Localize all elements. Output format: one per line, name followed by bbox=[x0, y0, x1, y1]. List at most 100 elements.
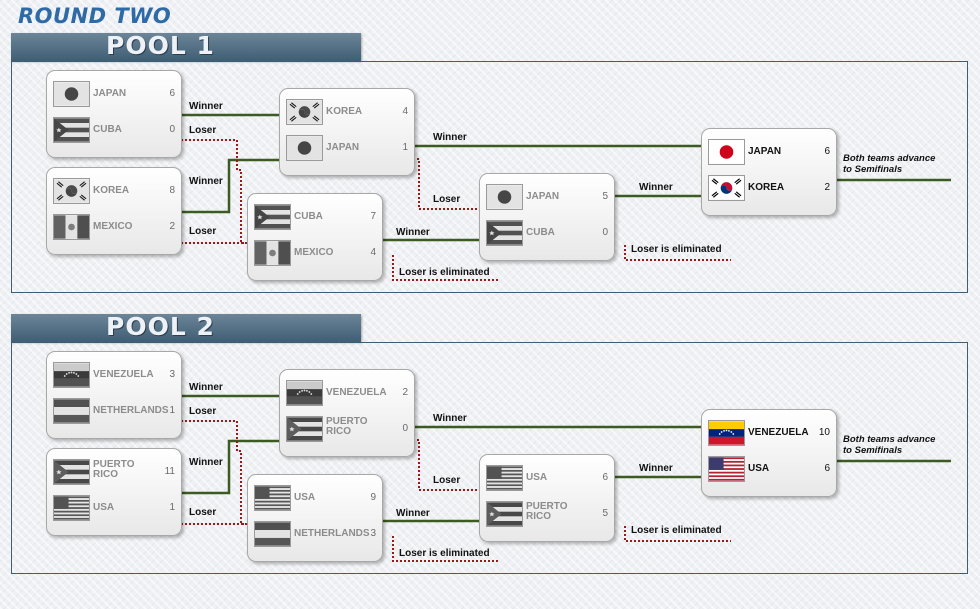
team-name: NETHERLANDS bbox=[294, 528, 370, 539]
eliminated-label: Loser is eliminated bbox=[399, 267, 490, 278]
loser-line bbox=[392, 255, 499, 281]
winner-label: Winner bbox=[189, 457, 223, 468]
team-name-part: USA bbox=[526, 472, 548, 483]
team-name: VENEZUELA bbox=[326, 387, 387, 398]
pool-header: POOL 2 bbox=[11, 312, 361, 342]
team-row: JAPAN 6 bbox=[708, 138, 834, 168]
team-score: 0 bbox=[169, 124, 175, 135]
team-score: 8 bbox=[169, 185, 175, 196]
bracket-connectors bbox=[181, 113, 951, 281]
team-score: 4 bbox=[402, 106, 408, 117]
team-name-part: VENEZUELA bbox=[748, 427, 809, 438]
team-name: NETHERLANDS bbox=[93, 405, 169, 416]
cuba-flag-icon bbox=[486, 220, 523, 246]
pool-frame bbox=[11, 342, 968, 574]
team-name-part: USA bbox=[294, 492, 316, 503]
team-name: MEXICO bbox=[93, 221, 132, 232]
team-name-part: CUBA bbox=[93, 124, 122, 135]
japan-flag-icon bbox=[708, 139, 745, 165]
team-name-part: USA bbox=[93, 502, 115, 513]
team-row: VENEZUELA 10 bbox=[708, 419, 834, 449]
team-name: KOREA bbox=[748, 182, 784, 193]
team-name: VENEZUELA bbox=[93, 369, 154, 380]
team-name-part: NETHERLANDS bbox=[93, 405, 169, 416]
usa-flag-icon bbox=[254, 485, 291, 511]
team-row: USA 1 bbox=[53, 494, 179, 524]
winner-line bbox=[181, 158, 279, 214]
team-score: 10 bbox=[818, 427, 830, 438]
team-score: 9 bbox=[370, 492, 376, 503]
puerto-rico-flag-icon bbox=[486, 501, 523, 527]
cuba-flag-icon bbox=[254, 204, 291, 230]
loser-label: Loser bbox=[433, 194, 461, 205]
pool-title: POOL 2 bbox=[106, 312, 215, 341]
team-name: USA bbox=[93, 502, 114, 513]
team-name-part: RICO bbox=[326, 426, 351, 437]
usa-flag-icon bbox=[486, 465, 523, 491]
japan-flag-icon bbox=[53, 81, 90, 107]
winner-label: Winner bbox=[189, 101, 223, 112]
team-score: 6 bbox=[824, 463, 830, 474]
team-score: 11 bbox=[164, 466, 175, 477]
loser-line bbox=[413, 158, 479, 210]
venezuela-flag-icon bbox=[286, 380, 323, 406]
eliminated-label: Loser is eliminated bbox=[631, 244, 722, 255]
team-score: 6 bbox=[824, 146, 830, 157]
team-name: JAPAN bbox=[326, 142, 359, 153]
korea-flag-icon bbox=[53, 178, 90, 204]
loser-label: Loser bbox=[433, 475, 461, 486]
japan-flag-icon bbox=[286, 135, 323, 161]
team-name-part: NETHERLANDS bbox=[294, 528, 370, 539]
team-score: 6 bbox=[169, 88, 175, 99]
loser-label: Loser bbox=[189, 125, 217, 136]
team-name: USA bbox=[294, 492, 315, 503]
loser-label: Loser bbox=[189, 406, 217, 417]
winner-label: Winner bbox=[433, 132, 467, 143]
team-name: KOREA bbox=[326, 106, 362, 117]
pool-frame bbox=[11, 61, 968, 293]
team-score: 1 bbox=[169, 502, 175, 513]
winner-label: Winner bbox=[639, 182, 673, 193]
team-name: CUBA bbox=[93, 124, 122, 135]
advance-note-line: Both teams advance bbox=[843, 434, 936, 445]
netherlands-flag-icon bbox=[53, 398, 90, 424]
team-score: 4 bbox=[370, 247, 376, 258]
team-name-part: PUERTO bbox=[526, 501, 568, 512]
team-score: 3 bbox=[169, 369, 175, 380]
team-name: VENEZUELA bbox=[748, 427, 809, 438]
team-score: 3 bbox=[370, 528, 376, 539]
team-score: 1 bbox=[402, 142, 408, 153]
japan-flag-icon bbox=[486, 184, 523, 210]
loser-label: Loser bbox=[189, 226, 217, 237]
team-name-part: JAPAN bbox=[326, 142, 360, 153]
team-name-part: MEXICO bbox=[294, 247, 334, 258]
team-name: CUBA bbox=[294, 211, 323, 222]
usa-flag-icon bbox=[708, 456, 745, 482]
pool-header: POOL 1 bbox=[11, 31, 361, 61]
eliminated-label: Loser is eliminated bbox=[631, 525, 722, 536]
team-row: JAPAN 1 bbox=[286, 134, 412, 164]
mexico-flag-icon bbox=[53, 214, 90, 240]
team-name: JAPAN bbox=[748, 146, 781, 157]
team-row: MEXICO 4 bbox=[254, 239, 380, 269]
team-name-part: PUERTO bbox=[326, 416, 368, 427]
